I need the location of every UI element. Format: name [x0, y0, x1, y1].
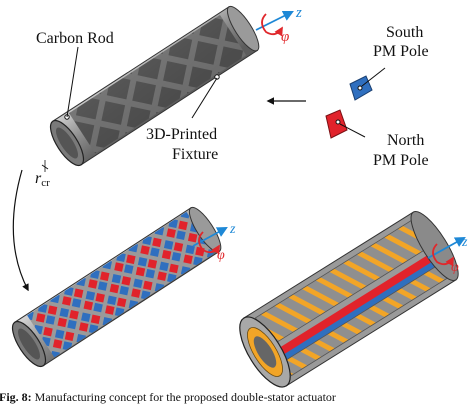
north-pm-pole: [325, 109, 366, 139]
fixture-label-line1: 3D-Printed: [146, 126, 217, 143]
z-axis-label-2: z: [229, 222, 236, 237]
fixture-label-line2: Fixture: [172, 146, 218, 163]
south-pm-pole: [349, 67, 386, 101]
caption-text: Manufacturing concept for the proposed d…: [31, 390, 336, 404]
axis-right: z φ: [427, 235, 468, 275]
radius-label: rcr: [35, 170, 50, 189]
south-label-line1: South: [386, 24, 423, 41]
axis-mid: z φ: [192, 222, 236, 263]
double-stator-actuator: [239, 211, 459, 388]
radius-marker: [41, 160, 49, 172]
phi-label-3: φ: [451, 260, 459, 275]
process-arrow: [12, 169, 29, 292]
rod-with-magnets: [11, 206, 222, 368]
axis-top: z φ: [255, 5, 302, 45]
phi-label-2: φ: [217, 248, 225, 263]
z-axis-label-3: z: [461, 235, 468, 250]
carbon-rod-label: Carbon Rod: [36, 30, 114, 47]
north-label-line1: North: [387, 132, 424, 149]
south-label-line2: PM Pole: [373, 43, 429, 60]
phi-label: φ: [281, 29, 289, 45]
z-axis-label: z: [295, 5, 302, 21]
figure-caption: Fig. 8: Manufacturing concept for the pr…: [0, 390, 474, 405]
north-label-line2: PM Pole: [373, 152, 429, 169]
caption-fig-number: Fig. 8:: [0, 390, 32, 404]
rod-with-fixture: [49, 5, 260, 167]
